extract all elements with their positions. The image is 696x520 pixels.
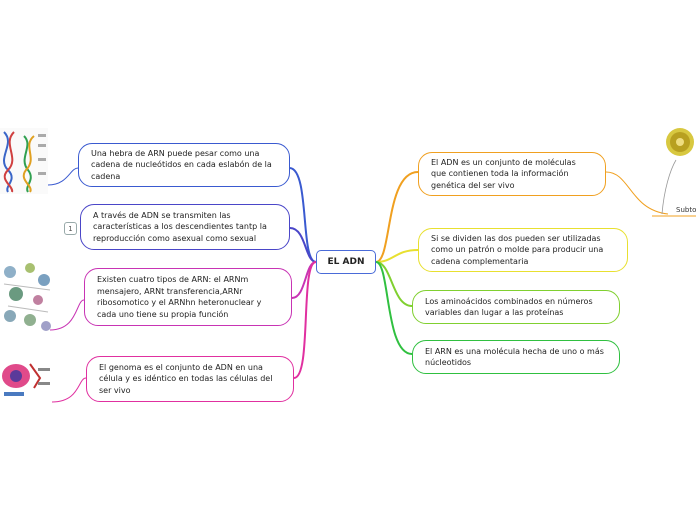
topic-left-4-text: El genoma es el conjunto de ADN en una c… bbox=[99, 362, 273, 395]
connector-right-4 bbox=[375, 261, 413, 355]
topic-left-2[interactable]: A través de ADN se transmiten las caract… bbox=[80, 204, 290, 250]
topic-left-3-text: Existen cuatro tipos de ARN: el ARNm men… bbox=[97, 275, 262, 319]
topic-right-1-text: El ADN es un conjunto de moléculas que c… bbox=[431, 157, 576, 190]
topic-left-3[interactable]: Existen cuatro tipos de ARN: el ARNm men… bbox=[84, 268, 292, 326]
central-topic-label: EL ADN bbox=[327, 257, 365, 267]
topic-left-4[interactable]: El genoma es el conjunto de ADN en una c… bbox=[86, 356, 294, 402]
topic-right-4[interactable]: El ARN es una molécula hecha de uno o má… bbox=[412, 340, 620, 374]
connector-right-1 bbox=[375, 171, 419, 263]
leaf-line-left-1 bbox=[47, 167, 79, 186]
connector-left-2 bbox=[289, 227, 317, 263]
attachment-count-badge[interactable]: 1 bbox=[64, 222, 77, 235]
topic-left-1-text: Una hebra de ARN puede pesar como una ca… bbox=[91, 148, 272, 181]
cell-thumbnail-image[interactable] bbox=[664, 126, 696, 158]
leaf-line-left-4 bbox=[51, 377, 87, 403]
connector-right-2 bbox=[375, 249, 419, 263]
genome-cell-image[interactable] bbox=[0, 358, 52, 402]
rna-types-image[interactable] bbox=[0, 260, 54, 336]
connector-left-3 bbox=[291, 261, 317, 299]
leaf-line-right-1 bbox=[605, 171, 669, 215]
subtopic-branch bbox=[661, 159, 677, 215]
connector-left-1 bbox=[289, 167, 317, 263]
topic-right-2-text: Si se dividen las dos pueden ser utiliza… bbox=[431, 233, 604, 266]
central-topic[interactable]: EL ADN bbox=[316, 250, 376, 274]
leaf-line-left-3 bbox=[49, 299, 85, 331]
topic-left-1[interactable]: Una hebra de ARN puede pesar como una ca… bbox=[78, 143, 290, 187]
connector-right-3 bbox=[375, 261, 413, 307]
topic-right-3-text: Los aminoácidos combinados en números va… bbox=[425, 296, 593, 318]
topic-right-1[interactable]: El ADN es un conjunto de moléculas que c… bbox=[418, 152, 606, 196]
topic-left-2-text: A través de ADN se transmiten las caract… bbox=[93, 210, 267, 243]
topic-right-2[interactable]: Si se dividen las dos pueden ser utiliza… bbox=[418, 228, 628, 272]
subtopic-label[interactable]: Subto bbox=[676, 206, 696, 214]
topic-right-4-text: El ARN es una molécula hecha de uno o má… bbox=[425, 346, 604, 368]
dna-rna-diagram-image[interactable] bbox=[0, 128, 48, 194]
topic-right-3[interactable]: Los aminoácidos combinados en números va… bbox=[412, 290, 620, 324]
connector-left-4 bbox=[293, 261, 317, 379]
